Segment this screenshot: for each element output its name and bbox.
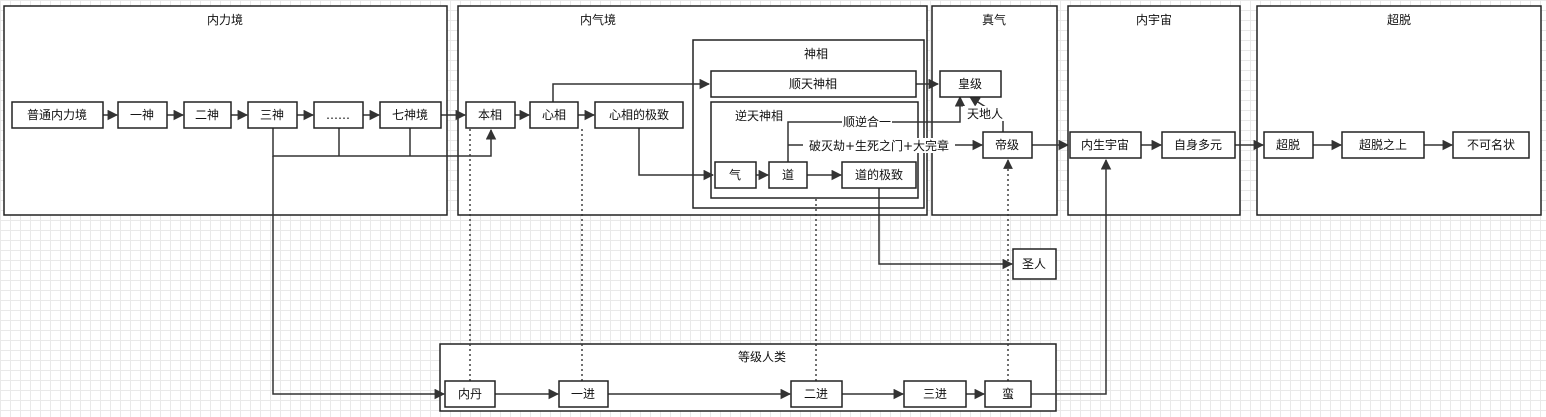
node-qi[interactable]: 气	[714, 161, 757, 189]
node-buke-mingzhuang[interactable]: 不可名状	[1452, 131, 1530, 159]
container-zhenqi-title: 真气	[982, 12, 1006, 27]
node-dao-jizhi-label: 道的极致	[855, 167, 903, 182]
node-neisheng-yuzhou[interactable]: 内生宇宙	[1069, 131, 1142, 159]
node-neidan[interactable]: 内丹	[444, 380, 496, 408]
node-benxiang-label: 本相	[478, 108, 502, 122]
node-diji-label: 帝级	[995, 137, 1019, 152]
node-zishen-label: 自身多元	[1174, 137, 1222, 152]
container-neili-title: 内力境	[207, 12, 243, 27]
node-sanjin-label: 三进	[923, 387, 947, 401]
edge-xinxiang-shuntian	[552, 78, 711, 102]
node-qishen[interactable]: 七神境	[379, 101, 442, 129]
container-neiyuzhou-title: 内宇宙	[1136, 12, 1172, 27]
node-xinxiang-jizhi[interactable]: 心相的极致	[594, 101, 684, 129]
node-man[interactable]: 蛮	[984, 380, 1032, 408]
edge-sanshen-benxiang	[272, 128, 497, 157]
container-shenxiang-title: 神相	[804, 47, 828, 61]
node-neidan-label: 内丹	[458, 387, 482, 401]
node-dao[interactable]: 道	[768, 161, 808, 189]
node-benxiang[interactable]: 本相	[465, 101, 516, 129]
node-dao-label: 道	[782, 168, 794, 182]
node-qi-label: 气	[729, 167, 741, 182]
node-shuntian[interactable]: 顺天神相	[710, 70, 917, 98]
container-neiyuzhou[interactable]: 内宇宙	[1067, 5, 1241, 216]
node-erjin-label: 二进	[804, 387, 828, 401]
node-sanshen-label: 三神	[260, 108, 284, 122]
node-putong-label: 普通内力境	[27, 107, 87, 122]
node-man-label: 蛮	[1002, 386, 1014, 401]
node-chaotuo[interactable]: 超脱	[1263, 131, 1314, 159]
node-ellipsis[interactable]: ……	[313, 101, 364, 129]
container-dengji-title: 等级人类	[738, 350, 786, 364]
node-ershen[interactable]: 二神	[183, 101, 232, 129]
node-ershen-label: 二神	[195, 108, 219, 122]
node-huangji[interactable]: 皇级	[939, 70, 1002, 98]
container-chaotuo[interactable]: 超脱	[1256, 5, 1542, 216]
container-neiqi-title: 内气境	[580, 12, 616, 27]
edge-label-pomie: 破灭劫+生死之门+大完章	[803, 138, 955, 153]
edge-label-shunni-text: 顺逆合一	[843, 114, 891, 129]
edge-label-tiandiren-text: 天地人	[967, 107, 1003, 121]
node-shengren[interactable]: 圣人	[1012, 248, 1057, 280]
node-chaotuo-label: 超脱	[1276, 137, 1300, 152]
edge-sanshen-neidan	[272, 156, 446, 400]
edge-jizhi-qi	[638, 128, 715, 181]
node-sanjin[interactable]: 三进	[903, 380, 967, 408]
node-yishen[interactable]: 一神	[117, 101, 168, 129]
container-nitian-title: 逆天神相	[735, 108, 783, 123]
node-dao-jizhi[interactable]: 道的极致	[841, 161, 917, 189]
node-xinxiang[interactable]: 心相	[529, 101, 579, 129]
container-chaotuo-title: 超脱	[1387, 12, 1411, 27]
node-xinxiang-label: 心相	[542, 108, 566, 122]
node-ellipsis-label: ……	[326, 108, 350, 122]
node-qishen-label: 七神境	[392, 107, 428, 122]
node-zishen-duoyuan[interactable]: 自身多元	[1161, 131, 1236, 159]
node-chaotuo-zhishang-label: 超脱之上	[1359, 137, 1407, 152]
node-erjin[interactable]: 二进	[790, 380, 843, 408]
edge-jizhi-shengren	[878, 188, 1014, 270]
node-xinxiang-jizhi-label: 心相的极致	[609, 107, 669, 122]
node-diji[interactable]: 帝级	[982, 131, 1033, 159]
node-buke-label: 不可名状	[1467, 137, 1515, 152]
node-yishen-label: 一神	[130, 108, 154, 122]
edge-label-pomie-text: 破灭劫+生死之门+大完章	[809, 138, 949, 153]
node-putong[interactable]: 普通内力境	[11, 101, 104, 129]
node-shengren-label: 圣人	[1022, 257, 1046, 271]
edge-label-tiandiren: 天地人	[963, 106, 1007, 121]
node-sanshen[interactable]: 三神	[247, 101, 298, 129]
edge-label-shunni: 顺逆合一	[842, 114, 892, 130]
node-yijin[interactable]: 一进	[558, 380, 609, 408]
node-huangji-label: 皇级	[958, 77, 982, 91]
node-neisheng-label: 内生宇宙	[1081, 137, 1129, 152]
node-yijin-label: 一进	[571, 387, 595, 401]
node-chaotuo-zhishang[interactable]: 超脱之上	[1341, 131, 1425, 159]
edge-man-neisheng	[1031, 158, 1112, 395]
node-shuntian-label: 顺天神相	[789, 77, 837, 91]
edges	[103, 78, 1454, 400]
